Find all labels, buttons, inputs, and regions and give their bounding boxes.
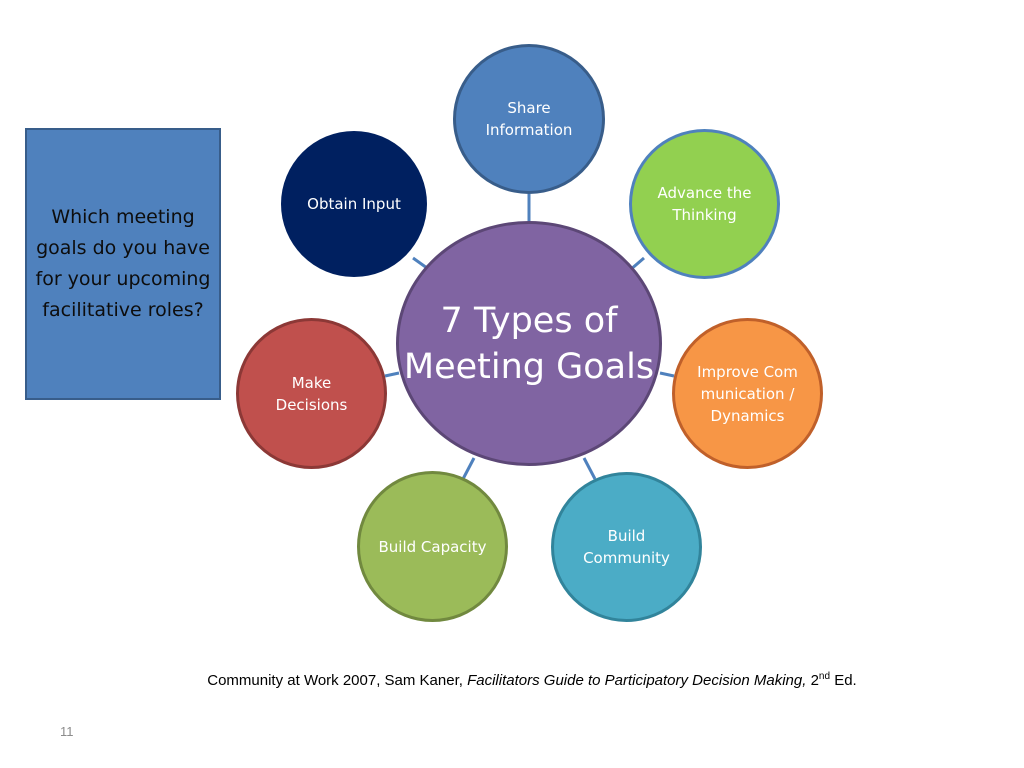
citation-edition-number: 2: [806, 672, 819, 689]
goal-circle-build-capacity: Build Capacity: [357, 471, 508, 622]
connector-capacity: [461, 457, 476, 480]
goal-label-obtain-input: Obtain Input: [307, 195, 401, 213]
goal-label-build-community: Build Community: [583, 527, 670, 567]
goal-circle-advance-the-thinking: Advance the Thinking: [629, 129, 780, 279]
citation-book-title: Facilitators Guide to Participatory Deci…: [467, 672, 807, 689]
goal-circle-build-community: Build Community: [551, 472, 702, 622]
goal-label-improve-communication: Improve Communication / Dynamics: [697, 362, 798, 425]
center-circle: 7 Types of Meeting Goals: [396, 221, 662, 466]
goal-circle-improve-communication: Improve Communication / Dynamics: [672, 318, 823, 469]
question-text: Which meeting goals do you have for your…: [35, 206, 211, 321]
connector-decisions: [384, 371, 400, 378]
citation-edition-suffix: nd: [818, 671, 831, 682]
goal-label-share-information: Share Information: [485, 99, 573, 139]
goal-label-advance-the-thinking: Advance the Thinking: [657, 184, 752, 224]
citation-prefix: Community at Work 2007, Sam Kaner,: [207, 672, 468, 689]
goal-circle-make-decisions: Make Decisions: [236, 318, 387, 469]
center-title: 7 Types of Meeting Goals: [403, 300, 655, 387]
goal-circle-share-information: Share Information: [453, 44, 605, 194]
page-number: 11: [60, 724, 74, 739]
citation-edition-label: Ed.: [830, 672, 857, 689]
question-box: Which meeting goals do you have for your…: [25, 128, 221, 400]
citation: Community at Work 2007, Sam Kaner, Facil…: [0, 671, 1024, 690]
goal-label-make-decisions: Make Decisions: [275, 373, 348, 414]
connector-improve: [659, 371, 675, 378]
goal-circle-obtain-input: Obtain Input: [281, 131, 427, 277]
goal-label-build-capacity: Build Capacity: [378, 537, 487, 556]
connector-community: [582, 457, 597, 480]
